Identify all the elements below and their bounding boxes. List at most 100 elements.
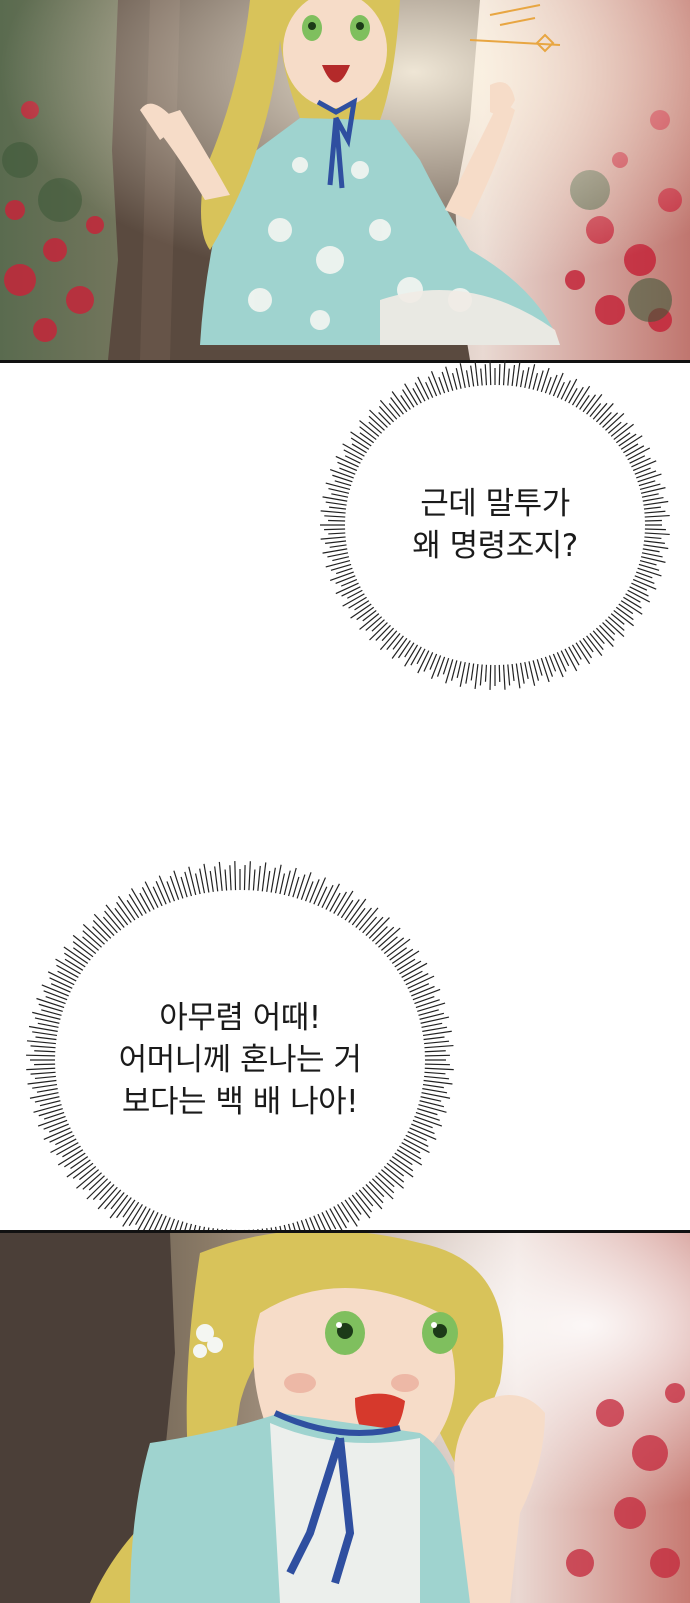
burst-ray [377,1165,404,1189]
neck-ribbon [316,97,358,189]
burst-ray [72,1159,98,1179]
burst-ray [474,659,480,689]
bubble-2-line-1: 아무렴 어때! [159,1000,321,1036]
burst-ray [104,1185,125,1210]
burst-ray [273,864,282,899]
bubble-1-line-2: 왜 명령조지? [412,528,578,564]
burst-ray [562,644,578,672]
burst-ray [358,1183,383,1210]
burst-ray [359,609,384,630]
burst-ray [413,1102,447,1113]
burst-ray [47,971,79,988]
burst-ray [135,1203,154,1235]
burst-ray [379,1162,405,1183]
burst-ray [199,868,207,899]
burst-ray [27,1079,62,1085]
burst-ray [30,1045,61,1049]
burst-bubble-shape [320,360,670,690]
burst-ray [72,941,98,961]
burst-ray [109,1190,132,1219]
burst-ray [282,870,291,900]
burst-ray [248,861,251,896]
bubble-1-text: 근데 말투가 왜 명령조지? [310,483,680,567]
burst-ray [636,554,666,563]
burst-ray [639,514,670,518]
burst-ray [326,1203,345,1235]
burst-ray [402,975,435,992]
burst-ray [390,950,420,971]
burst-ray [261,862,267,897]
burst-ray [489,659,492,690]
burst-ray [130,888,150,919]
speech-bubble-2: 아무렴 어때! 어머니께 혼나는 거 보다는 백 배 나아! [15,855,465,1265]
burst-ray [320,535,351,540]
burst-ray [416,1091,451,1099]
burst-ray [397,962,428,981]
burst-ray [394,1143,422,1160]
burst-ray [320,510,351,515]
burst-ray [515,361,521,392]
burst-ray [169,875,181,905]
burst-ray [144,881,161,913]
bottom-panel [0,1230,690,1603]
burst-ray [562,378,578,406]
burst-ray [141,1205,157,1233]
burst-ray [33,1102,67,1113]
burst-ray [32,1011,66,1022]
burst-ray [369,618,392,641]
girl-hand [454,1395,545,1603]
burst-ray [387,1153,414,1172]
burst-ray [188,866,198,900]
hair-flower [193,1324,223,1358]
neck-ribbon [273,1410,401,1436]
burst-ray [234,861,237,896]
burst-ray [391,391,411,417]
burst-ray [330,1201,347,1229]
burst-ray [97,1183,122,1210]
burst-ray [105,904,128,932]
burst-ray [63,946,93,967]
bubble-2-line-3: 보다는 백 배 나아! [121,1084,359,1120]
burst-bubble-shape [26,861,454,1259]
burst-ray [539,653,550,683]
tree-trunk [0,1233,175,1603]
burst-ray [368,1174,394,1200]
burst-ray [86,1174,112,1200]
burst-ray [34,1095,65,1103]
speech-bubble-1: 근데 말투가 왜 명령조지? [310,355,680,695]
burst-ray [43,1125,76,1141]
burst-ray [57,1146,88,1166]
burst-ray [338,1197,358,1227]
burst-ray [362,1180,384,1204]
burst-ray [28,1025,63,1033]
rose-bushes [566,1383,685,1578]
burst-ray [399,1136,430,1154]
burst-ray [527,656,536,686]
burst-ray [365,917,390,943]
burst-ray [55,958,86,977]
burst-ray [345,898,367,927]
burst-ray [583,631,603,657]
bottom-panel-illustration [0,1233,690,1603]
burst-ray [26,1040,61,1045]
burst-ray [445,654,455,684]
burst-ray [36,997,69,1010]
burst-ray [342,443,370,460]
burst-ray [515,658,521,689]
burst-ray [409,1114,443,1127]
burst-ray [173,870,185,904]
burst-ray [412,1002,446,1014]
burst-ray [72,934,101,958]
burst-ray [391,633,411,659]
burst-ray [41,984,74,999]
burst-ray [414,1098,445,1108]
burst-ray [116,901,135,927]
burst-ray [355,907,379,935]
burst-ray [218,861,224,896]
burst-ray [37,1114,71,1127]
burst-ray [299,872,312,905]
burst-ray [30,1071,61,1075]
burst-ray [404,1125,437,1141]
burst-ray [334,890,354,921]
burst-ray [572,638,591,665]
